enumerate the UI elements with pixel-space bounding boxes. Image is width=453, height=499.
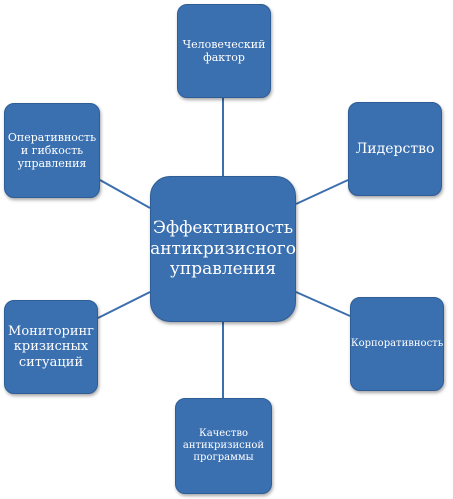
node-program-quality-label: Качество антикризисной программы <box>182 428 265 463</box>
node-program-quality: Качество антикризисной программы <box>175 398 272 494</box>
center-node: Эффективность антикризисного управления <box>150 176 296 322</box>
node-leadership-label: Лидерство <box>355 140 435 157</box>
node-corporativeness: Корпоративность <box>350 297 444 391</box>
node-human-factor: Человеческий фактор <box>177 4 271 98</box>
node-management-flexibility: Оперативность и гибкость управления <box>4 103 100 198</box>
node-human-factor-label: Человеческий фактор <box>182 37 266 64</box>
connector-bottom-left <box>97 291 151 319</box>
center-node-label: Эффективность антикризисного управления <box>150 218 296 280</box>
node-crisis-monitoring-label: Мониторинг кризисных ситуаций <box>8 323 94 370</box>
connector-right <box>295 291 351 317</box>
node-corporativeness-label: Корпоративность <box>350 338 444 349</box>
node-management-flexibility-label: Оперативность и гибкость управления <box>7 130 97 171</box>
connector-top-left <box>99 179 151 209</box>
connector-top-right <box>295 179 349 205</box>
node-crisis-monitoring: Мониторинг кризисных ситуаций <box>4 300 98 394</box>
node-leadership: Лидерство <box>348 102 442 196</box>
